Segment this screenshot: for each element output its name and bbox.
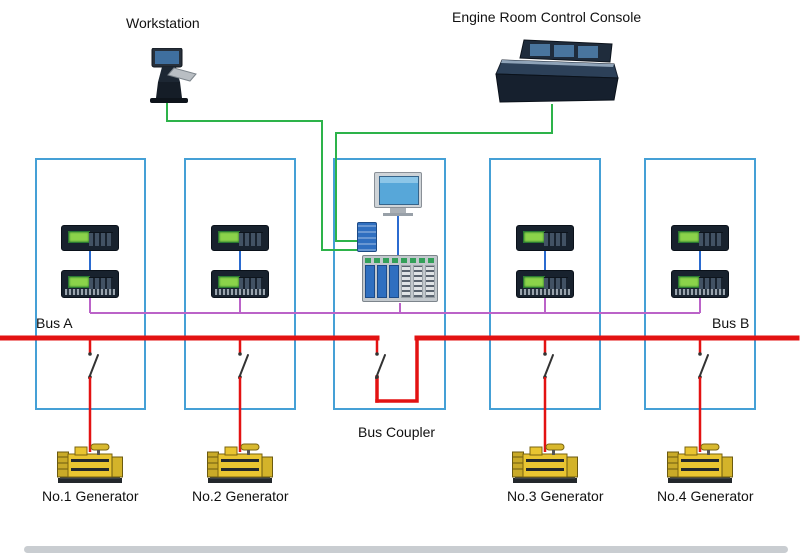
- controller-buttons: [89, 277, 113, 291]
- generator-controller-icon: [211, 225, 269, 251]
- console-label: Engine Room Control Console: [452, 9, 642, 25]
- comm-module-icon: [357, 222, 377, 252]
- plc-modules: [365, 265, 435, 298]
- generator-icon: [512, 443, 578, 484]
- controller-lcd: [523, 231, 545, 243]
- controller-lcd: [218, 276, 240, 288]
- controller-lcd: [678, 231, 700, 243]
- plc-io-module: [425, 265, 435, 298]
- control-console-icon: [495, 39, 619, 103]
- protection-unit-icon: [211, 270, 269, 298]
- generator-label-3: No.3 Generator: [507, 488, 604, 504]
- controller-lcd: [523, 276, 545, 288]
- hmi-frame: [374, 172, 422, 208]
- hmi-monitor-icon: [374, 172, 422, 217]
- generator-label-1: No.1 Generator: [42, 488, 139, 504]
- workstation-label: Workstation: [126, 15, 200, 31]
- hmi-screen: [379, 176, 419, 205]
- bus-coupler-label: Bus Coupler: [358, 424, 436, 440]
- controller-buttons: [699, 277, 723, 291]
- generator-icon: [57, 443, 123, 484]
- generator-controller-icon: [671, 225, 729, 251]
- controller-lcd: [678, 276, 700, 288]
- protection-unit-icon: [516, 270, 574, 298]
- plc-io-module: [413, 265, 423, 298]
- controller-buttons: [544, 277, 568, 291]
- generator-icon: [667, 443, 733, 484]
- controller-buttons: [239, 232, 263, 246]
- bus-a-label: Bus A: [36, 315, 73, 331]
- generator-controller-icon: [516, 225, 574, 251]
- plc-cpu-module: [389, 265, 399, 298]
- plc-io-module: [401, 265, 411, 298]
- controller-lcd: [68, 231, 90, 243]
- controller-buttons: [699, 232, 723, 246]
- generator-label-2: No.2 Generator: [192, 488, 289, 504]
- generator-controller-icon: [61, 225, 119, 251]
- generator-label-4: No.4 Generator: [657, 488, 754, 504]
- generator-icon: [207, 443, 273, 484]
- controller-buttons: [239, 277, 263, 291]
- bus-b-label: Bus B: [712, 315, 750, 331]
- hmi-base: [383, 213, 413, 216]
- controller-buttons: [544, 232, 568, 246]
- workstation-icon: [150, 48, 197, 103]
- bottom-divider: [24, 546, 788, 553]
- plc-rack-icon: [362, 255, 438, 302]
- plc-cpu-module: [377, 265, 387, 298]
- protection-unit-icon: [61, 270, 119, 298]
- plc-vent: [365, 258, 435, 263]
- protection-unit-icon: [671, 270, 729, 298]
- controller-lcd: [218, 231, 240, 243]
- controller-buttons: [89, 232, 113, 246]
- controller-lcd: [68, 276, 90, 288]
- plc-cpu-module: [365, 265, 375, 298]
